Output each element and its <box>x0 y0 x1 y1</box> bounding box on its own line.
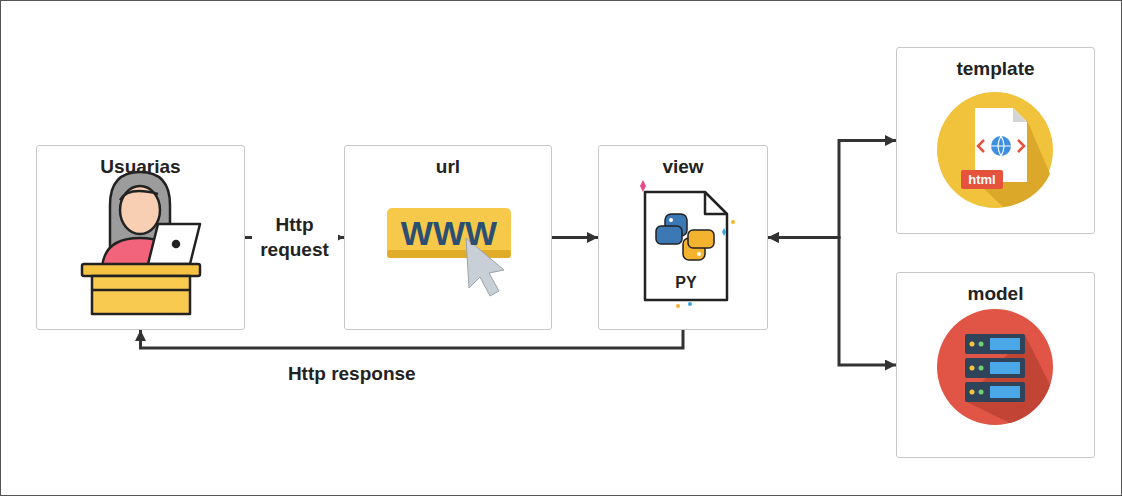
box-title: view <box>599 156 767 178</box>
box-title: url <box>345 156 551 178</box>
connector-arrow <box>768 238 896 366</box>
user-icon <box>82 172 200 314</box>
template-box: template <box>896 47 1095 234</box>
file-type-text: PY <box>675 274 696 292</box>
connector-arrow <box>552 236 598 239</box>
view-box: view <box>598 145 768 330</box>
box-title: model <box>897 283 1094 305</box>
box-title: template <box>897 58 1094 80</box>
www-text: WWW <box>401 214 497 253</box>
model-box: model <box>896 272 1095 458</box>
edge-label: Http request <box>252 213 338 262</box>
www-icon <box>387 208 511 296</box>
connector-arrow <box>141 330 684 348</box>
html-tag-text: html <box>968 172 995 187</box>
connector-arrow <box>768 141 896 238</box>
box-title: Usuarias <box>37 156 244 178</box>
database-server-icon <box>937 309 1053 425</box>
python-file-icon <box>640 180 735 308</box>
actor-box: Usuarias <box>36 145 245 330</box>
html-template-icon <box>937 92 1053 208</box>
edge-label: Http response <box>285 362 419 387</box>
